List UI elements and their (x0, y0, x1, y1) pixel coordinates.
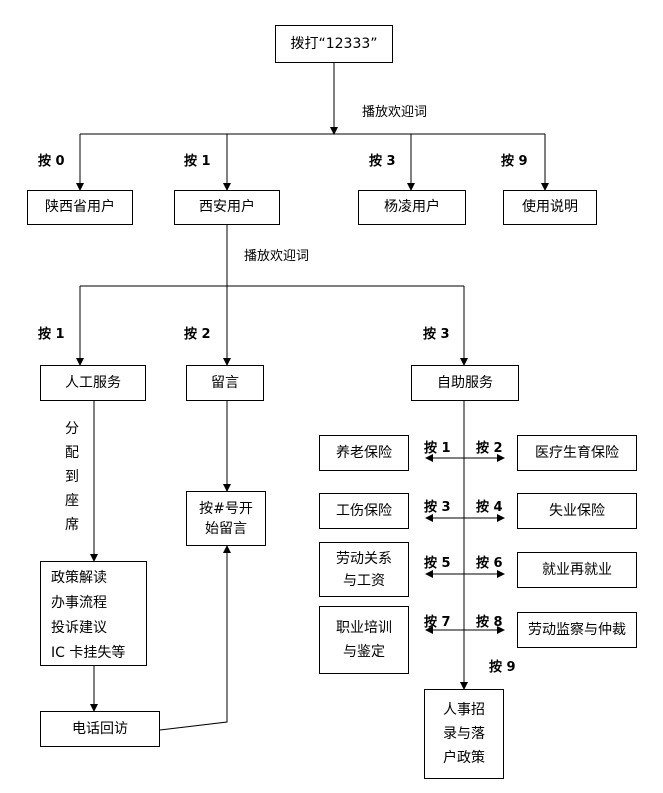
press-hash-box: 按#号开 始留言 (186, 491, 266, 546)
instructions-label: 使用说明 (522, 199, 578, 215)
xian-users-label: 西安用户 (199, 199, 255, 215)
press-0-label: 按 0 (38, 154, 65, 169)
voicemail-box: 留言 (186, 365, 264, 401)
pension-label: 养老保险 (336, 444, 392, 461)
press-6-label: 按 6 (476, 556, 503, 571)
voicemail-label: 留言 (211, 374, 239, 391)
labor-relations-label: 劳动关系 与工资 (336, 550, 392, 589)
yangling-users-box: 杨凌用户 (358, 190, 466, 225)
self-service-label: 自助服务 (437, 374, 493, 391)
pension-box: 养老保险 (319, 435, 409, 471)
press-2-label: 按 2 (476, 441, 503, 456)
callback-label: 电话回访 (72, 720, 128, 737)
press-1-label: 按 1 (424, 441, 451, 456)
supervision-label: 劳动监察与仲裁 (528, 621, 626, 638)
self-service-box: 自助服务 (411, 365, 519, 401)
shaanxi-users-label: 陕西省用户 (45, 199, 115, 215)
dial-label: 拨打“12333” (290, 35, 378, 52)
supervision-box: 劳动监察与仲裁 (517, 612, 637, 648)
press-4-label: 按 4 (476, 500, 503, 515)
employment-label: 就业再就业 (542, 561, 612, 578)
press-2-mid-label: 按 2 (184, 327, 211, 342)
labor-relations-box: 劳动关系 与工资 (319, 542, 409, 597)
press-1-top-label: 按 1 (184, 154, 211, 169)
training-box: 职业培训 与鉴定 (319, 606, 409, 674)
assign-to-seat-text: 分 配 到 座 席 (64, 417, 80, 537)
employment-box: 就业再就业 (517, 552, 637, 588)
press-7-label: 按 7 (424, 615, 451, 630)
unemployment-label: 失业保险 (549, 502, 605, 519)
xian-users-box: 西安用户 (174, 190, 280, 225)
service-topics-label: 政策解读 办事流程 投诉建议 IC 卡挂失等 (51, 570, 126, 661)
press-hash-label: 按#号开 始留言 (199, 500, 253, 537)
press-1-mid-label: 按 1 (38, 327, 65, 342)
manual-service-label: 人工服务 (65, 374, 121, 391)
welcome-label-2: 播放欢迎词 (244, 249, 310, 264)
personnel-label: 人事招 录与落 户政策 (443, 702, 485, 766)
personnel-box: 人事招 录与落 户政策 (424, 689, 504, 779)
shaanxi-users-box: 陕西省用户 (27, 190, 133, 225)
welcome-label-1: 播放欢迎词 (362, 105, 428, 120)
unemployment-box: 失业保险 (517, 493, 637, 529)
medical-label: 医疗生育保险 (535, 444, 619, 461)
press-9-top-label: 按 9 (501, 154, 528, 169)
yangling-users-label: 杨凌用户 (384, 199, 440, 215)
service-topics-box: 政策解读 办事流程 投诉建议 IC 卡挂失等 (40, 561, 147, 666)
assign-char: 座 (65, 493, 79, 509)
injury-box: 工伤保险 (319, 493, 409, 529)
dial-box: 拨打“12333” (275, 25, 393, 63)
press-8-label: 按 8 (476, 615, 503, 630)
instructions-box: 使用说明 (503, 190, 597, 225)
assign-char: 席 (65, 517, 79, 533)
press-3-label: 按 3 (424, 500, 451, 515)
assign-char: 配 (65, 445, 79, 461)
assign-char: 分 (65, 421, 79, 437)
manual-service-box: 人工服务 (40, 365, 146, 401)
injury-label: 工伤保险 (336, 502, 392, 519)
press-3-mid-label: 按 3 (423, 327, 450, 342)
callback-box: 电话回访 (40, 711, 160, 747)
training-label: 职业培训 与鉴定 (336, 620, 392, 660)
medical-box: 医疗生育保险 (517, 435, 637, 471)
press-9-label: 按 9 (489, 660, 516, 675)
press-5-label: 按 5 (424, 556, 451, 571)
press-3-top-label: 按 3 (369, 154, 396, 169)
assign-char: 到 (65, 469, 79, 485)
